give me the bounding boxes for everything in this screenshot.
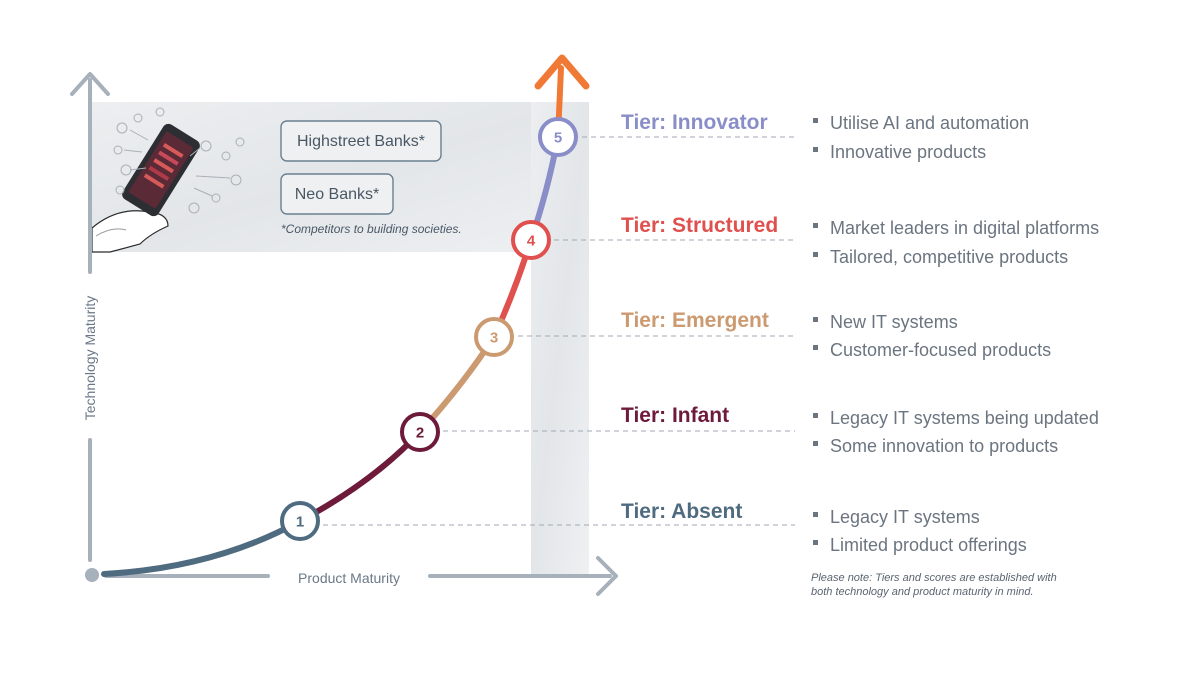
competitor-footnote: *Competitors to building societies. [281,222,462,236]
bullet-text: Innovative products [830,142,986,162]
bullets-innovator: Utilise AI and automation Innovative pro… [813,113,1029,162]
tier-titles: Tier: Innovator Tier: Structured Tier: E… [621,111,778,523]
x-axis-arrow-icon [596,556,618,596]
tier-node-2: 2 [400,412,440,452]
bullets-structured: Market leaders in digital platforms Tail… [813,218,1099,267]
neo-banks-box [280,173,394,215]
curve-segment-2 [297,429,423,524]
bullet-text: Market leaders in digital platforms [830,218,1099,238]
tier-node-3: 3 [474,317,514,357]
bullet-text: Legacy IT systems being updated [830,408,1099,428]
svg-text:4: 4 [527,233,536,250]
tier-title-absent: Tier: Absent [621,500,742,523]
mobile-banking-illustration [91,107,245,253]
bullet-text: Customer-focused products [830,340,1051,360]
bullets-infant: Legacy IT systems being updated Some inn… [813,408,1099,456]
x-axis-label: Product Maturity [298,570,400,586]
tier-title-emergent: Tier: Emergent [621,309,769,332]
bullet-text: Tailored, competitive products [830,247,1068,267]
footnote-line-1: Please note: Tiers and scores are establ… [811,572,1057,584]
neo-banks-label: Neo Banks* [295,186,380,203]
tier-node-1: 1 [280,501,320,541]
tier-node-4: 4 [511,220,551,260]
bullets-absent: Legacy IT systems Limited product offeri… [813,507,1027,555]
bullet-text: Some innovation to products [830,436,1058,456]
tier-title-structured: Tier: Structured [621,214,778,237]
bullet-text: Legacy IT systems [830,507,980,527]
y-axis-label: Technology Maturity [82,296,98,421]
bullets-emergent: New IT systems Customer-focused products [813,312,1051,360]
tier-nodes: 1 2 3 4 5 [280,117,578,541]
tier-bullets: Utilise AI and automation Innovative pro… [813,113,1099,555]
axes [70,72,618,596]
y-axis-arrow-icon [70,72,110,96]
bullet-text: New IT systems [830,312,958,332]
growth-arrow-icon [534,54,590,90]
leader-lines [323,136,795,526]
svg-text:5: 5 [554,130,562,147]
curve-segment-1 [101,518,303,577]
highstreet-banks-label: Highstreet Banks* [297,133,425,150]
highstreet-banks-box [280,120,442,162]
competitor-boxes: Highstreet Banks* Neo Banks* *Competitor… [280,120,462,236]
svg-text:3: 3 [490,330,498,347]
bullet-text: Limited product offerings [830,535,1027,555]
svg-text:2: 2 [416,425,424,442]
origin-dot [85,568,99,582]
footnote-line-2: both technology and product maturity in … [811,586,1034,598]
tier-title-innovator: Tier: Innovator [621,111,768,134]
footnote: Please note: Tiers and scores are establ… [811,572,1057,598]
tier-title-infant: Tier: Infant [621,404,729,427]
tier-node-5: 5 [538,117,578,157]
svg-text:1: 1 [296,514,304,531]
bullet-text: Utilise AI and automation [830,113,1029,133]
vertical-band [531,102,589,575]
